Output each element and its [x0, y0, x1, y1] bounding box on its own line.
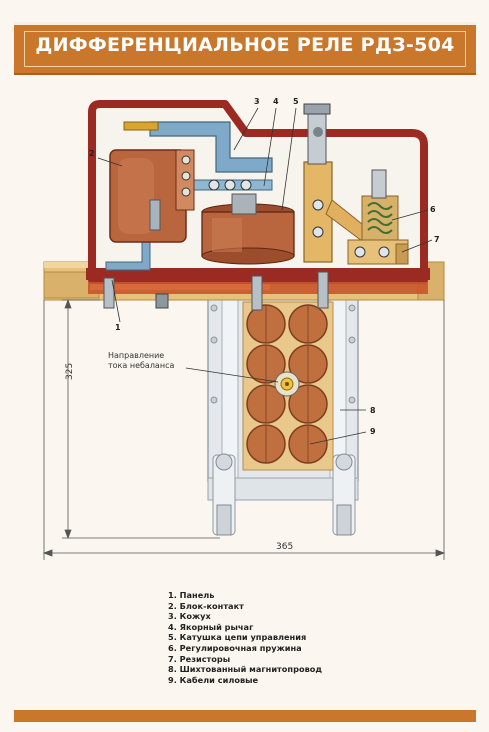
title-banner: ДИФФЕРЕНЦИАЛЬНОЕ РЕЛЕ РДЗ-504: [14, 22, 476, 73]
callout-4: 4: [273, 97, 279, 106]
leader-lines: [97, 107, 433, 445]
callout-3: 3: [254, 97, 260, 106]
cable-block: [242, 301, 334, 471]
callout-5: 5: [293, 97, 299, 106]
control-coil: [201, 193, 295, 265]
callout-6: 6: [430, 205, 436, 214]
legend-item: 3. Кожух: [168, 611, 211, 622]
callout-2: 2: [89, 149, 95, 158]
cable-ends: [246, 304, 328, 464]
legend-item: 9. Кабели силовые: [168, 674, 259, 685]
annotation-line-1: Направление: [108, 351, 164, 360]
callout-9: 9: [370, 427, 376, 436]
dimension-height-label: 325: [65, 363, 75, 380]
dimension-width: [42, 300, 446, 560]
annotation-line-2: тока небаланса: [108, 361, 174, 370]
callout-1: 1: [115, 323, 121, 332]
panel-bolts: [103, 271, 329, 311]
legend-item: 7. Резисторы: [168, 653, 231, 664]
footer-band: [14, 710, 476, 722]
legend-list: 1. Панель 2. Блок-контакт 3. Кожух 4. Як…: [168, 590, 322, 685]
block-contact: [109, 149, 195, 243]
resistors: [347, 239, 409, 265]
legend-item: 1. Панель: [168, 590, 215, 600]
legend-item: 4. Якорный рычаг: [168, 621, 254, 632]
dimension-width-label: 365: [276, 542, 293, 552]
page-title: ДИФФЕРЕНЦИАЛЬНОЕ РЕЛЕ РДЗ-504: [35, 34, 455, 56]
legend-item: 6. Регулировочная пружина: [168, 642, 302, 653]
title-frame: [24, 31, 466, 67]
legend-item: 2. Блок-контакт: [168, 600, 244, 611]
callout-7: 7: [434, 235, 440, 244]
dimension-height: [62, 298, 220, 540]
legend-item: 8. Шихтованный магнитопровод: [168, 664, 322, 675]
armature-lever: [303, 103, 373, 263]
legend-item: 5. Катушка цепи управления: [168, 632, 307, 643]
callout-8: 8: [370, 406, 376, 415]
